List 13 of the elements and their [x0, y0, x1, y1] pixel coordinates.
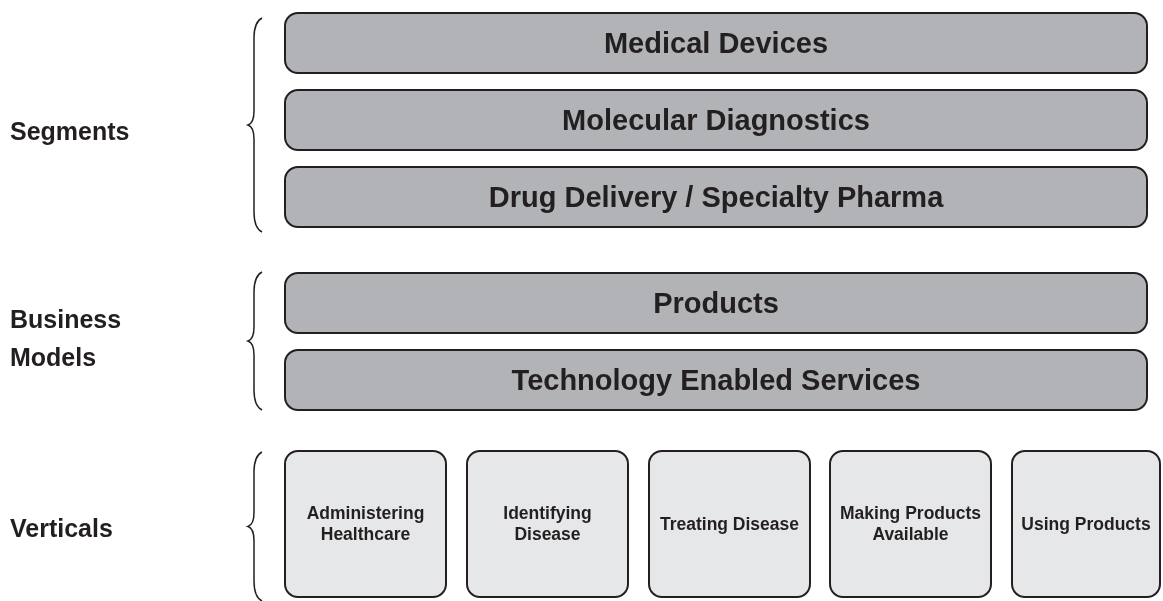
segment-bar: Medical Devices	[284, 12, 1148, 74]
vertical-card: Administering Healthcare	[284, 450, 447, 598]
section-label: Segments	[10, 116, 131, 147]
section-label: Business Models	[10, 304, 123, 373]
segment-bar: Technology Enabled Services	[284, 349, 1148, 411]
segment-bar: Drug Delivery / Specialty Pharma	[284, 166, 1148, 228]
segment-bar: Molecular Diagnostics	[284, 89, 1148, 151]
vertical-card: Using Products	[1011, 450, 1161, 598]
vertical-card: Identifying Disease	[466, 450, 629, 598]
vertical-card: Making Products Available	[829, 450, 992, 598]
segment-bar: Products	[284, 272, 1148, 334]
section-label: Verticals	[10, 513, 114, 544]
vertical-card: Treating Disease	[648, 450, 811, 598]
